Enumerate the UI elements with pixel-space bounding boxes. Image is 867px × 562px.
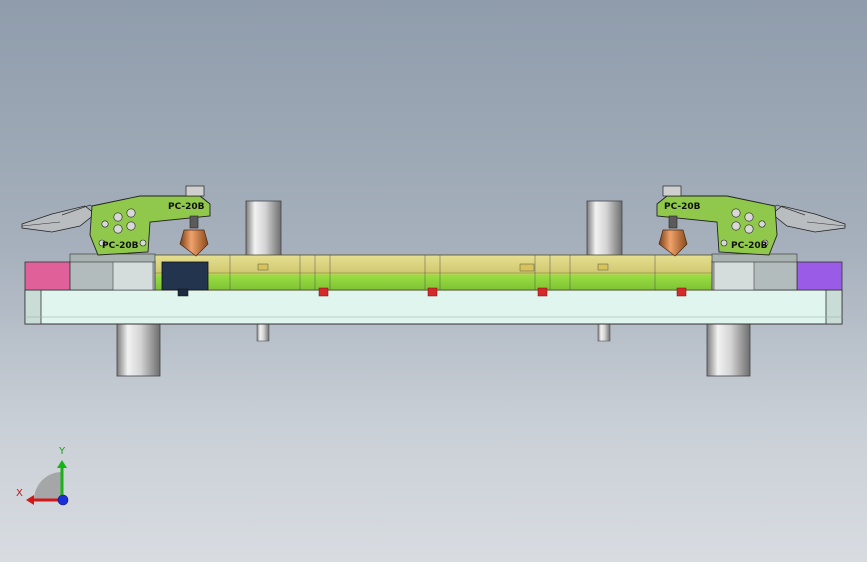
toggle-clamp-left[interactable]: PC-20B PC-20B bbox=[21, 185, 211, 257]
support-post-left bbox=[245, 200, 282, 260]
pink-end-block bbox=[24, 261, 71, 291]
support-post-right bbox=[586, 200, 623, 260]
clamp-model-label: PC-20B bbox=[102, 241, 139, 251]
clamp-model-label: PC-20B bbox=[664, 202, 701, 212]
lower-pin-left bbox=[116, 321, 161, 377]
workpiece-rail bbox=[149, 254, 716, 291]
purple-end-block bbox=[796, 261, 843, 291]
clamp-model-label: PC-20B bbox=[168, 202, 205, 212]
y-axis-label: Y bbox=[58, 446, 66, 457]
small-pin-right bbox=[597, 321, 611, 342]
x-axis-label: X bbox=[16, 488, 23, 499]
orientation-triad[interactable]: Y X bbox=[16, 446, 69, 506]
support-block-right bbox=[711, 253, 798, 291]
support-block-left bbox=[69, 253, 156, 291]
triad-plane-icon bbox=[34, 472, 62, 500]
navy-stopper-block bbox=[161, 261, 209, 297]
small-pin-left bbox=[256, 321, 270, 342]
z-axis-dot-icon bbox=[57, 494, 69, 506]
lower-pin-right bbox=[706, 321, 751, 377]
clamp-model-label: PC-20B bbox=[731, 241, 768, 251]
toggle-clamp-right[interactable]: PC-20B PC-20B bbox=[656, 185, 846, 257]
red-screws bbox=[318, 287, 687, 297]
